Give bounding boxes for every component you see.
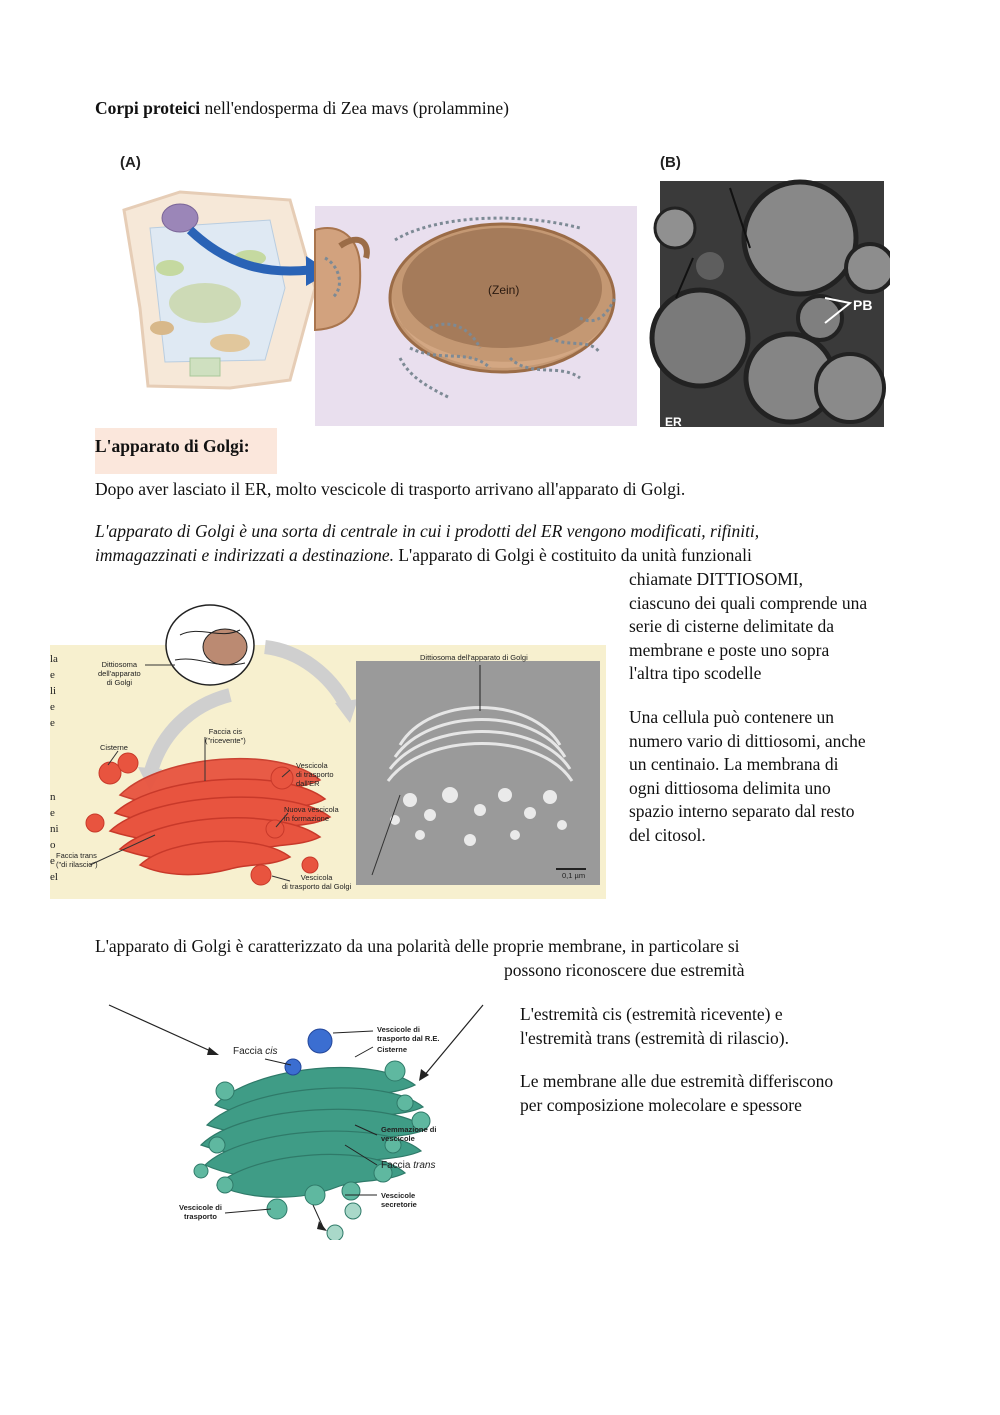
right-text-estremita: L'estremità cis (estremità ricevente) e … [520, 1003, 920, 1050]
label-line: di trasporto dal Golgi [282, 882, 352, 891]
label-em-title: Dittiosoma dell'apparato di Golgi [420, 653, 528, 662]
left-edge-letters: la e li e e n e ni o e el [50, 651, 59, 885]
figure-label-b: (B) [660, 154, 681, 171]
label-dittiosoma: Dittiosoma dell'apparato di Golgi [98, 660, 141, 687]
label-faccia-cis-green: Faccia cis [233, 1046, 278, 1057]
edge-letter: el [50, 871, 58, 883]
edge-letter: e [50, 701, 55, 713]
paragraph-polarita-line2: possono riconoscere due estremità [504, 960, 745, 980]
side-text-line: Una cellula può contenere un [629, 707, 835, 727]
paragraph-golgi-definition: L'apparato di Golgi è una sorta di centr… [95, 520, 915, 567]
label-line: ("ricevente") [205, 736, 246, 745]
paragraph-golgi-line2: immagazzinati e indirizzati a destinazio… [95, 544, 915, 568]
label-faccia-trans: Faccia trans ("di rilascio") [56, 851, 98, 869]
right-text-line: L'estremità cis (estremità ricevente) e [520, 1004, 783, 1024]
label-cisterne: Cisterne [100, 743, 128, 752]
golgi-rest-line2: L'apparato di Golgi è costituito da unit… [393, 544, 752, 565]
label-line: dell'apparato [98, 669, 141, 678]
label-cisterne-green: Cisterne [377, 1045, 408, 1054]
page-title: Corpi proteici nell'endosperma di Zea ma… [95, 97, 509, 121]
golgi-italic-line2: immagazzinati e indirizzati a destinazio… [95, 544, 394, 565]
golgi-green-illustration [108, 1004, 484, 1240]
label-part: Faccia [233, 1046, 266, 1057]
side-text-line: spazio interno separato dal resto [629, 801, 855, 821]
label-line: Vescicole di [377, 1025, 420, 1034]
label-line: ("di rilascio") [56, 860, 98, 869]
side-text-cellula: Una cellula può contenere un numero vari… [629, 706, 929, 847]
edge-letter: la [50, 653, 58, 665]
label-line: Faccia cis [208, 727, 243, 736]
section-heading: L'apparato di Golgi: [95, 435, 250, 459]
label-gemmazione: Gemmazione di vescicole [381, 1125, 436, 1143]
figure-zein-protein-bodies: (A) (B) (Zein) [110, 148, 890, 430]
edge-letter: ni [50, 823, 59, 835]
figure-label-a: (A) [120, 154, 141, 171]
figure-golgi-green: Faccia cis Vescicole di trasporto dal R.… [105, 995, 490, 1240]
right-text-line: l'estremità trans (estremità di rilascio… [520, 1027, 789, 1048]
label-line: Vescicola [300, 873, 333, 882]
side-text-line: ciascuno dei quali comprende una [629, 592, 868, 613]
right-text-line: Le membrane alle due estremità differisc… [520, 1071, 834, 1091]
paragraph-golgi-line1: L'apparato di Golgi è una sorta di centr… [95, 520, 915, 544]
label-line: Vescicole di [179, 1203, 222, 1212]
side-text-line: ogni dittiosoma delimita uno [629, 777, 831, 798]
label-line: in formazione [284, 814, 330, 823]
paragraph-polarita-line1: L'apparato di Golgi è caratterizzato da … [95, 936, 740, 956]
label-part: trans [413, 1160, 436, 1171]
title-bold: Corpi proteici [95, 98, 201, 118]
label-nuova-vescicola: Nuova vescicola in formazione [284, 805, 339, 823]
label-part: cis [265, 1046, 278, 1057]
side-text-line: del citosol. [629, 824, 706, 845]
heading-text: L'apparato di Golgi: [95, 436, 250, 456]
label-line: Nuova vescicola [284, 805, 339, 814]
label-line: vescicole [381, 1134, 415, 1143]
edge-letter: e [50, 717, 55, 729]
label-part: Faccia [381, 1160, 414, 1171]
right-text-line: per composizione molecolare e spessore [520, 1094, 802, 1115]
label-line: trasporto dal R.E. [377, 1034, 440, 1043]
golgi-italic-line1: L'apparato di Golgi è una sorta di centr… [95, 521, 760, 541]
label-line: Faccia trans [56, 851, 97, 860]
pb-label: PB [853, 297, 872, 313]
edge-letter: e [50, 807, 55, 819]
er-label: ER [665, 415, 682, 429]
label-line: dall'ER [296, 779, 320, 788]
label-vescicole-re: Vescicole di trasporto dal R.E. [377, 1025, 440, 1043]
edge-letter: e [50, 855, 55, 867]
cell-diagram: (Zein) PB ER [122, 179, 890, 429]
label-line: Vescicola [296, 761, 328, 770]
figure-dittiosoma: la e li e e n e ni o e el Dittiosoma del… [50, 585, 606, 899]
label-trasporto: Vescicole di trasporto [179, 1203, 222, 1221]
label-line: trasporto [184, 1212, 217, 1221]
side-text-line: l'altra tipo scodelle [629, 663, 762, 683]
edge-letter: li [50, 685, 57, 697]
dittiosoma-illustration [50, 604, 606, 899]
title-rest: nell'endosperma di Zea mavs (prolammine) [200, 98, 509, 118]
label-line: Dittiosoma [101, 660, 138, 669]
edge-letter: n [50, 791, 56, 803]
label-scale: 0,1 µm [562, 871, 586, 880]
side-text-line: membrane e poste uno sopra [629, 639, 830, 660]
side-text-dittiosomi: chiamate DITTIOSOMI, ciascuno dei quali … [629, 568, 929, 686]
label-vescicola-er: Vescicola di trasporto dall'ER [296, 761, 334, 788]
label-vescicola-golgi: Vescicola di trasporto dal Golgi [282, 873, 351, 891]
side-text-line: serie di cisterne delimitate da [629, 616, 835, 636]
side-text-line: un centinaio. La membrana di [629, 754, 839, 774]
section-heading-bg [95, 428, 277, 474]
side-text-line: chiamate DITTIOSOMI, [629, 569, 803, 589]
label-line: di Golgi [106, 678, 133, 687]
label-faccia-trans-green: Faccia trans [381, 1160, 436, 1171]
zein-label: (Zein) [488, 283, 519, 297]
label-secretorie: Vescicole secretorie [381, 1191, 417, 1209]
edge-letter: o [50, 839, 56, 851]
label-line: secretorie [381, 1200, 417, 1209]
label-faccia-cis: Faccia cis ("ricevente") [205, 727, 246, 745]
edge-letter: e [50, 669, 55, 681]
side-text-line: numero vario di dittiosomi, anche [629, 730, 866, 751]
label-line: Gemmazione di [381, 1125, 437, 1134]
right-text-membrane: Le membrane alle due estremità differisc… [520, 1070, 920, 1117]
label-line: Vescicole [381, 1191, 416, 1200]
paragraph-er-vesicles: Dopo aver lasciato il ER, molto vescicol… [95, 479, 686, 499]
label-line: di trasporto [296, 770, 334, 779]
